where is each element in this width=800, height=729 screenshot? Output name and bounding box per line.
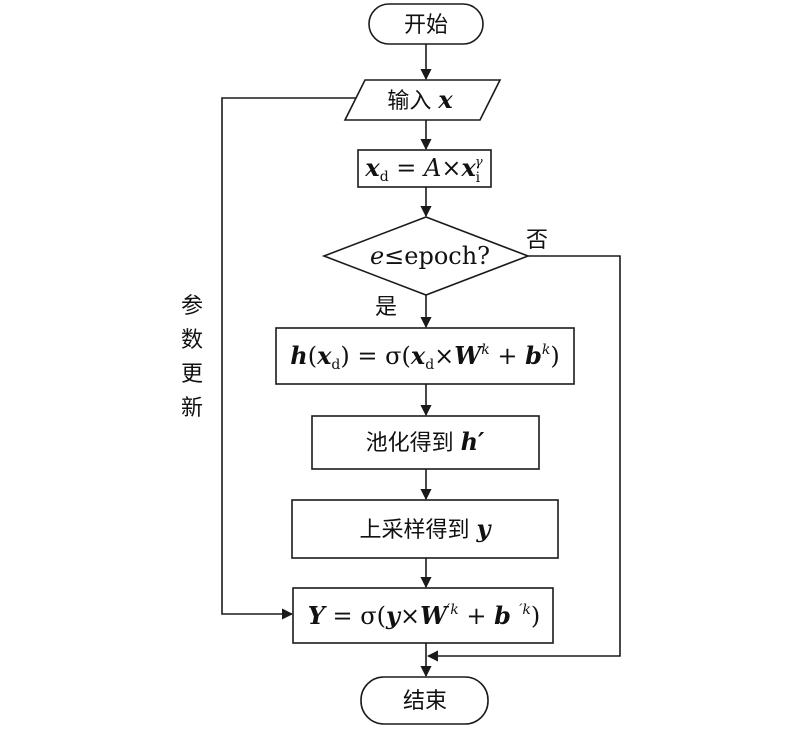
loop-label-1: 参 <box>181 294 203 319</box>
upsample-box <box>291 499 559 559</box>
pool-box <box>311 415 540 470</box>
pool-label: 池化得到 h′ <box>366 427 485 456</box>
loop-label-3: 更 <box>181 362 203 387</box>
edge-parameter-update-loop <box>221 97 356 620</box>
yes-label: 是 <box>375 295 397 320</box>
transform-box <box>357 149 492 188</box>
encode-box <box>275 327 575 385</box>
encode-formula: h(xd) = σ(xd×Wk + bk) <box>290 341 559 373</box>
input-label: 输入 x <box>387 85 453 114</box>
decision-label: e≤epoch? <box>370 242 490 270</box>
end-label: 结束 <box>403 689 447 714</box>
input-parallelogram <box>343 79 502 121</box>
no-label: 否 <box>526 228 548 253</box>
output-formula: Y = σ(y×W′k + b ′k) <box>308 601 541 630</box>
loop-label-4: 新 <box>181 396 203 421</box>
start-label: 开始 <box>404 13 448 38</box>
upsample-label: 上采样得到 y <box>360 514 493 543</box>
output-box <box>292 587 554 644</box>
edge-decision-no <box>426 255 621 662</box>
loop-label-2: 数 <box>181 328 203 353</box>
